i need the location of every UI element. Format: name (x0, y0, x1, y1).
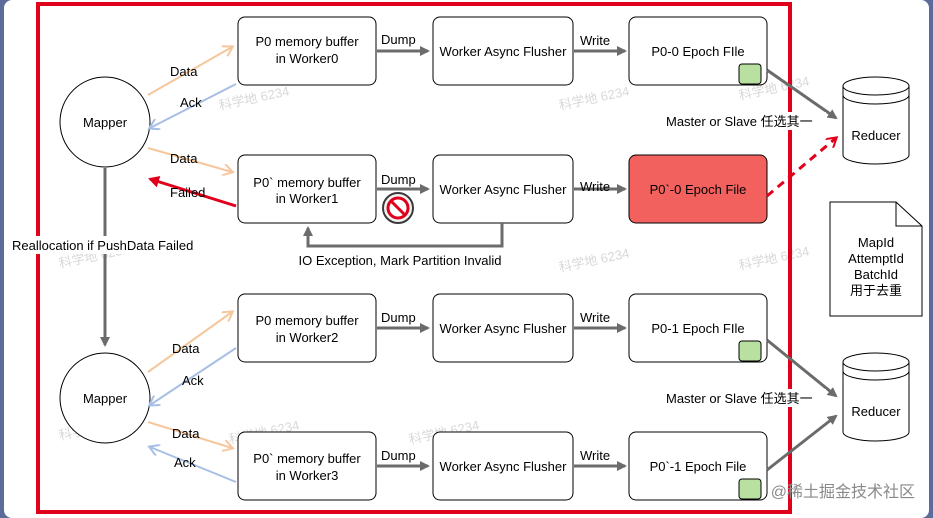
mapper-top: Mapper (59, 76, 151, 168)
async-flusher-box (432, 431, 574, 501)
data-label: Data (172, 341, 200, 356)
dump-label: Dump (381, 32, 416, 47)
note-line: MapId (858, 235, 894, 250)
diagram-canvas: 科学地 6234 科学地 6234 科学地 6234 科学地 6234 科学地 … (4, 0, 929, 518)
file-to-reducer-arrow (766, 338, 838, 398)
memory-buffer-box (237, 431, 377, 501)
failed-file-to-reducer-arrow (766, 138, 836, 198)
worker-group-frame (36, 2, 792, 514)
ack-label: Ack (180, 95, 202, 110)
row-worker0: Data Ack P0 memory buffer in Worker0 Dum… (147, 16, 768, 128)
buffer-line2: in Worker0 (276, 51, 339, 66)
buffer-line1: P0` memory buffer (253, 451, 361, 466)
memory-buffer-box (237, 293, 377, 363)
buffer-line1: P0` memory buffer (253, 175, 361, 190)
no-entry-icon (382, 192, 414, 224)
epoch-file-label: P0`-0 Epoch File (650, 182, 747, 197)
dump-label: Dump (381, 310, 416, 325)
epoch-file-box (628, 16, 768, 86)
commit-badge (738, 63, 762, 85)
failed-epoch-file-box (628, 154, 768, 224)
choice-label-bg (664, 112, 826, 130)
ack-label: Ack (174, 455, 196, 470)
choice-label-bg (664, 389, 826, 407)
reducer-label: Reducer (851, 404, 901, 419)
diagram-svg: 科学地 6234 科学地 6234 科学地 6234 科学地 6234 科学地 … (12, 2, 923, 514)
async-flusher-box (432, 293, 574, 363)
flusher-label: Worker Async Flusher (440, 459, 568, 474)
memory-buffer-box (237, 154, 377, 224)
buffer-line1: P0 memory buffer (255, 313, 359, 328)
write-label: Write (580, 448, 610, 463)
note-line: 用于去重 (850, 283, 902, 298)
write-label: Write (580, 179, 610, 194)
row-worker3: Data Ack P0` memory buffer in Worker3 Du… (147, 421, 768, 501)
mapper-bottom: Mapper (59, 352, 151, 444)
failed-arrow (148, 175, 237, 208)
ack-arrow (150, 83, 237, 128)
write-label: Write (580, 310, 610, 325)
data-label: Data (172, 426, 200, 441)
reducer-label: Reducer (851, 128, 901, 143)
epoch-file-label: P0`-1 Epoch File (650, 459, 747, 474)
reallocation-label-bg (12, 236, 202, 254)
epoch-file-box (628, 293, 768, 363)
ack-arrow (150, 347, 237, 405)
mapper-label: Mapper (83, 115, 128, 130)
mapper-label: Mapper (83, 391, 128, 406)
data-label: Data (170, 64, 198, 79)
data-arrow (147, 47, 232, 96)
commit-badge (738, 478, 762, 500)
row-worker2: Data Ack P0 memory buffer in Worker2 Dum… (147, 293, 768, 405)
epoch-file-label: P0-1 Epoch FIle (651, 321, 744, 336)
row-worker1: Data Failed P0` memory buffer in Worker1… (147, 147, 768, 268)
file-to-reducer-arrow (766, 414, 838, 472)
dedup-note: MapId AttemptId BatchId 用于去重 (829, 201, 923, 317)
async-flusher-box (432, 16, 574, 86)
epoch-file-label: P0-0 Epoch FIle (651, 44, 744, 59)
buffer-line2: in Worker1 (276, 191, 339, 206)
dump-label: Dump (381, 448, 416, 463)
ack-label: Ack (182, 373, 204, 388)
site-watermark: @稀土掘金技术社区 (771, 483, 915, 501)
reducer-choice-label: Master or Slave 任选其一 (666, 114, 813, 129)
failed-label: Failed (170, 185, 205, 200)
io-exception-label: IO Exception, Mark Partition Invalid (298, 253, 501, 268)
flusher-label: Worker Async Flusher (440, 44, 568, 59)
note-line: AttemptId (848, 251, 904, 266)
buffer-line2: in Worker3 (276, 468, 339, 483)
buffer-line2: in Worker2 (276, 330, 339, 345)
file-to-reducer-arrow (766, 68, 838, 120)
faint-watermark: 科学地 6234 (738, 243, 811, 273)
ack-arrow (150, 447, 237, 483)
reducer-bottom: Reducer (842, 352, 910, 442)
faint-watermark: 科学地 6234 (558, 83, 631, 113)
epoch-file-box (628, 431, 768, 501)
memory-buffer-box (237, 16, 377, 86)
faint-watermark: 科学地 6234 (558, 245, 631, 275)
buffer-line1: P0 memory buffer (255, 34, 359, 49)
dump-label: Dump (381, 172, 416, 187)
io-exception-arrow (303, 223, 504, 248)
reducer-top: Reducer (842, 76, 910, 165)
data-arrow (147, 147, 232, 172)
data-label: Data (170, 151, 198, 166)
flusher-label: Worker Async Flusher (440, 182, 568, 197)
write-label: Write (580, 33, 610, 48)
note-line: BatchId (854, 267, 898, 282)
commit-badge (738, 340, 762, 362)
reducer-choice-label: Master or Slave 任选其一 (666, 391, 813, 406)
data-arrow (147, 421, 232, 448)
flusher-label: Worker Async Flusher (440, 321, 568, 336)
data-arrow (147, 312, 232, 373)
reallocation-label: Reallocation if PushData Failed (12, 238, 193, 253)
